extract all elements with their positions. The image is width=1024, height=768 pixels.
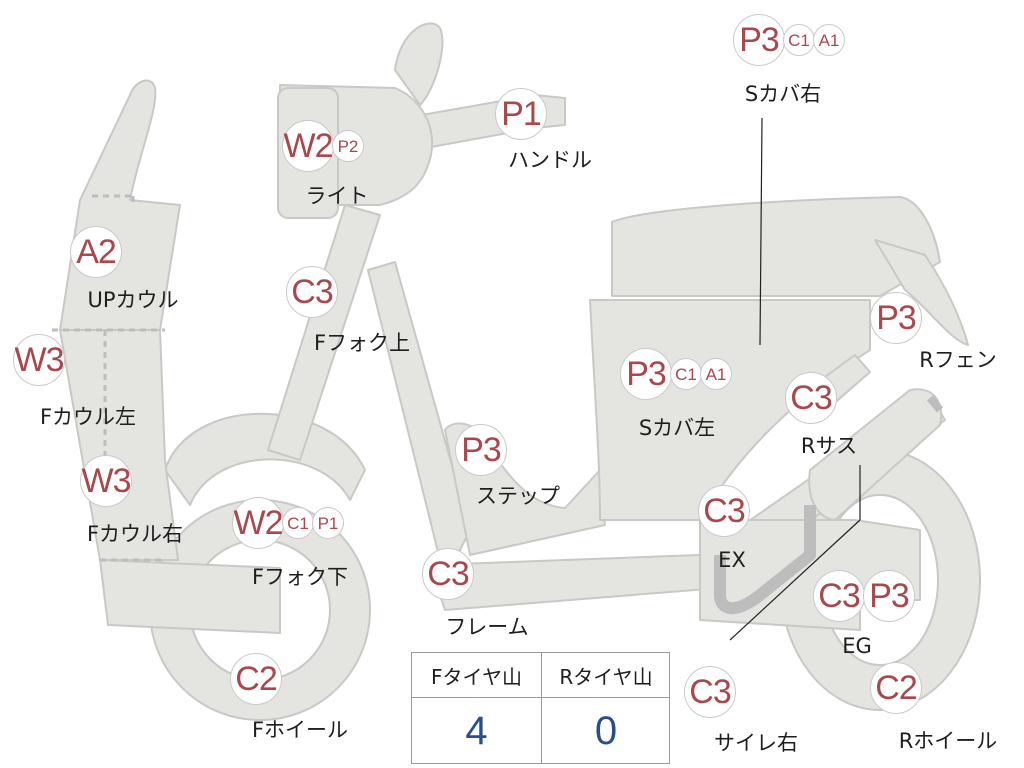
damage-code-badge: C2 bbox=[230, 653, 282, 705]
damage-code-badge: C3 bbox=[813, 570, 865, 622]
frame-front-shape bbox=[367, 261, 471, 561]
damage-code-badge: P3 bbox=[620, 348, 672, 400]
part-label: Fカウル左 bbox=[39, 405, 137, 429]
rear-tire-header: Rタイヤ山 bbox=[559, 664, 653, 689]
damage-code-badge: P3 bbox=[733, 14, 785, 66]
part-label: ステップ bbox=[476, 484, 560, 508]
damage-code-badge: A1 bbox=[700, 358, 732, 390]
damage-code-badge: P3 bbox=[870, 292, 922, 344]
damage-code-badge: C3 bbox=[698, 485, 750, 537]
damage-code-badge: C2 bbox=[870, 662, 922, 714]
part-label: EG bbox=[842, 634, 872, 658]
damage-code-badge: P3 bbox=[863, 570, 915, 622]
damage-code-badge: C3 bbox=[422, 548, 474, 600]
part-label: Sカバ右 bbox=[744, 82, 822, 106]
damage-code-badge: W3 bbox=[80, 455, 132, 507]
damage-code-badge: C1 bbox=[670, 358, 702, 390]
front-wheel-shape bbox=[149, 499, 371, 721]
part-label: ライト bbox=[305, 184, 369, 208]
part-label: Rフェン bbox=[919, 348, 997, 372]
damage-code-badge: W2 bbox=[232, 497, 284, 549]
rear-tire-value: 0 bbox=[594, 708, 618, 753]
damage-code-badge: W3 bbox=[13, 334, 65, 386]
damage-code-badge: P3 bbox=[455, 424, 507, 476]
part-label: Rサス bbox=[800, 434, 858, 458]
table-divider-h bbox=[412, 697, 669, 698]
tire-tread-table: Fタイヤ山 Rタイヤ山 4 0 bbox=[411, 652, 670, 764]
damage-code-badge: P1 bbox=[495, 88, 547, 140]
part-label: Sカバ左 bbox=[638, 416, 716, 440]
damage-code-badge: W2 bbox=[282, 120, 334, 172]
part-label: Rホイール bbox=[898, 729, 998, 753]
front-tire-header: Fタイヤ山 bbox=[431, 664, 522, 689]
part-label: サイレ右 bbox=[714, 731, 798, 755]
part-label: Fフォク下 bbox=[251, 565, 349, 589]
seat-shape bbox=[611, 196, 941, 297]
part-label: Fカウル右 bbox=[86, 522, 184, 546]
fcowl-bottom-shape bbox=[99, 559, 281, 634]
exhaust-pipe-shape bbox=[714, 505, 816, 615]
part-label: EX bbox=[718, 548, 746, 572]
front-fender-shape bbox=[164, 412, 366, 506]
damage-code-badge: P1 bbox=[312, 507, 344, 539]
table-divider-v bbox=[541, 653, 542, 763]
damage-code-badge: C1 bbox=[783, 24, 815, 56]
part-label: Fフォク上 bbox=[313, 331, 411, 355]
rear-fender-shape bbox=[874, 239, 969, 346]
damage-code-badge: C3 bbox=[684, 666, 736, 718]
part-label: UPカウル bbox=[87, 288, 179, 312]
damage-code-badge: A2 bbox=[70, 226, 122, 278]
damage-code-badge: P2 bbox=[332, 130, 364, 162]
silencer-leader bbox=[729, 519, 861, 641]
part-label: Fホイール bbox=[251, 718, 349, 742]
silencer-shape bbox=[808, 388, 943, 521]
damage-code-badge: C1 bbox=[282, 507, 314, 539]
damage-code-badge: C3 bbox=[286, 266, 338, 318]
front-tire-value: 4 bbox=[465, 708, 488, 753]
damage-code-badge: A1 bbox=[813, 24, 845, 56]
silencer-detail-line bbox=[926, 395, 944, 413]
part-label: ハンドル bbox=[508, 148, 592, 172]
scover-right-leader bbox=[759, 117, 763, 346]
part-label: フレーム bbox=[445, 615, 529, 639]
damage-code-badge: C3 bbox=[785, 372, 837, 424]
windscreen-shape bbox=[394, 22, 444, 106]
front-fork-shape bbox=[267, 204, 381, 461]
